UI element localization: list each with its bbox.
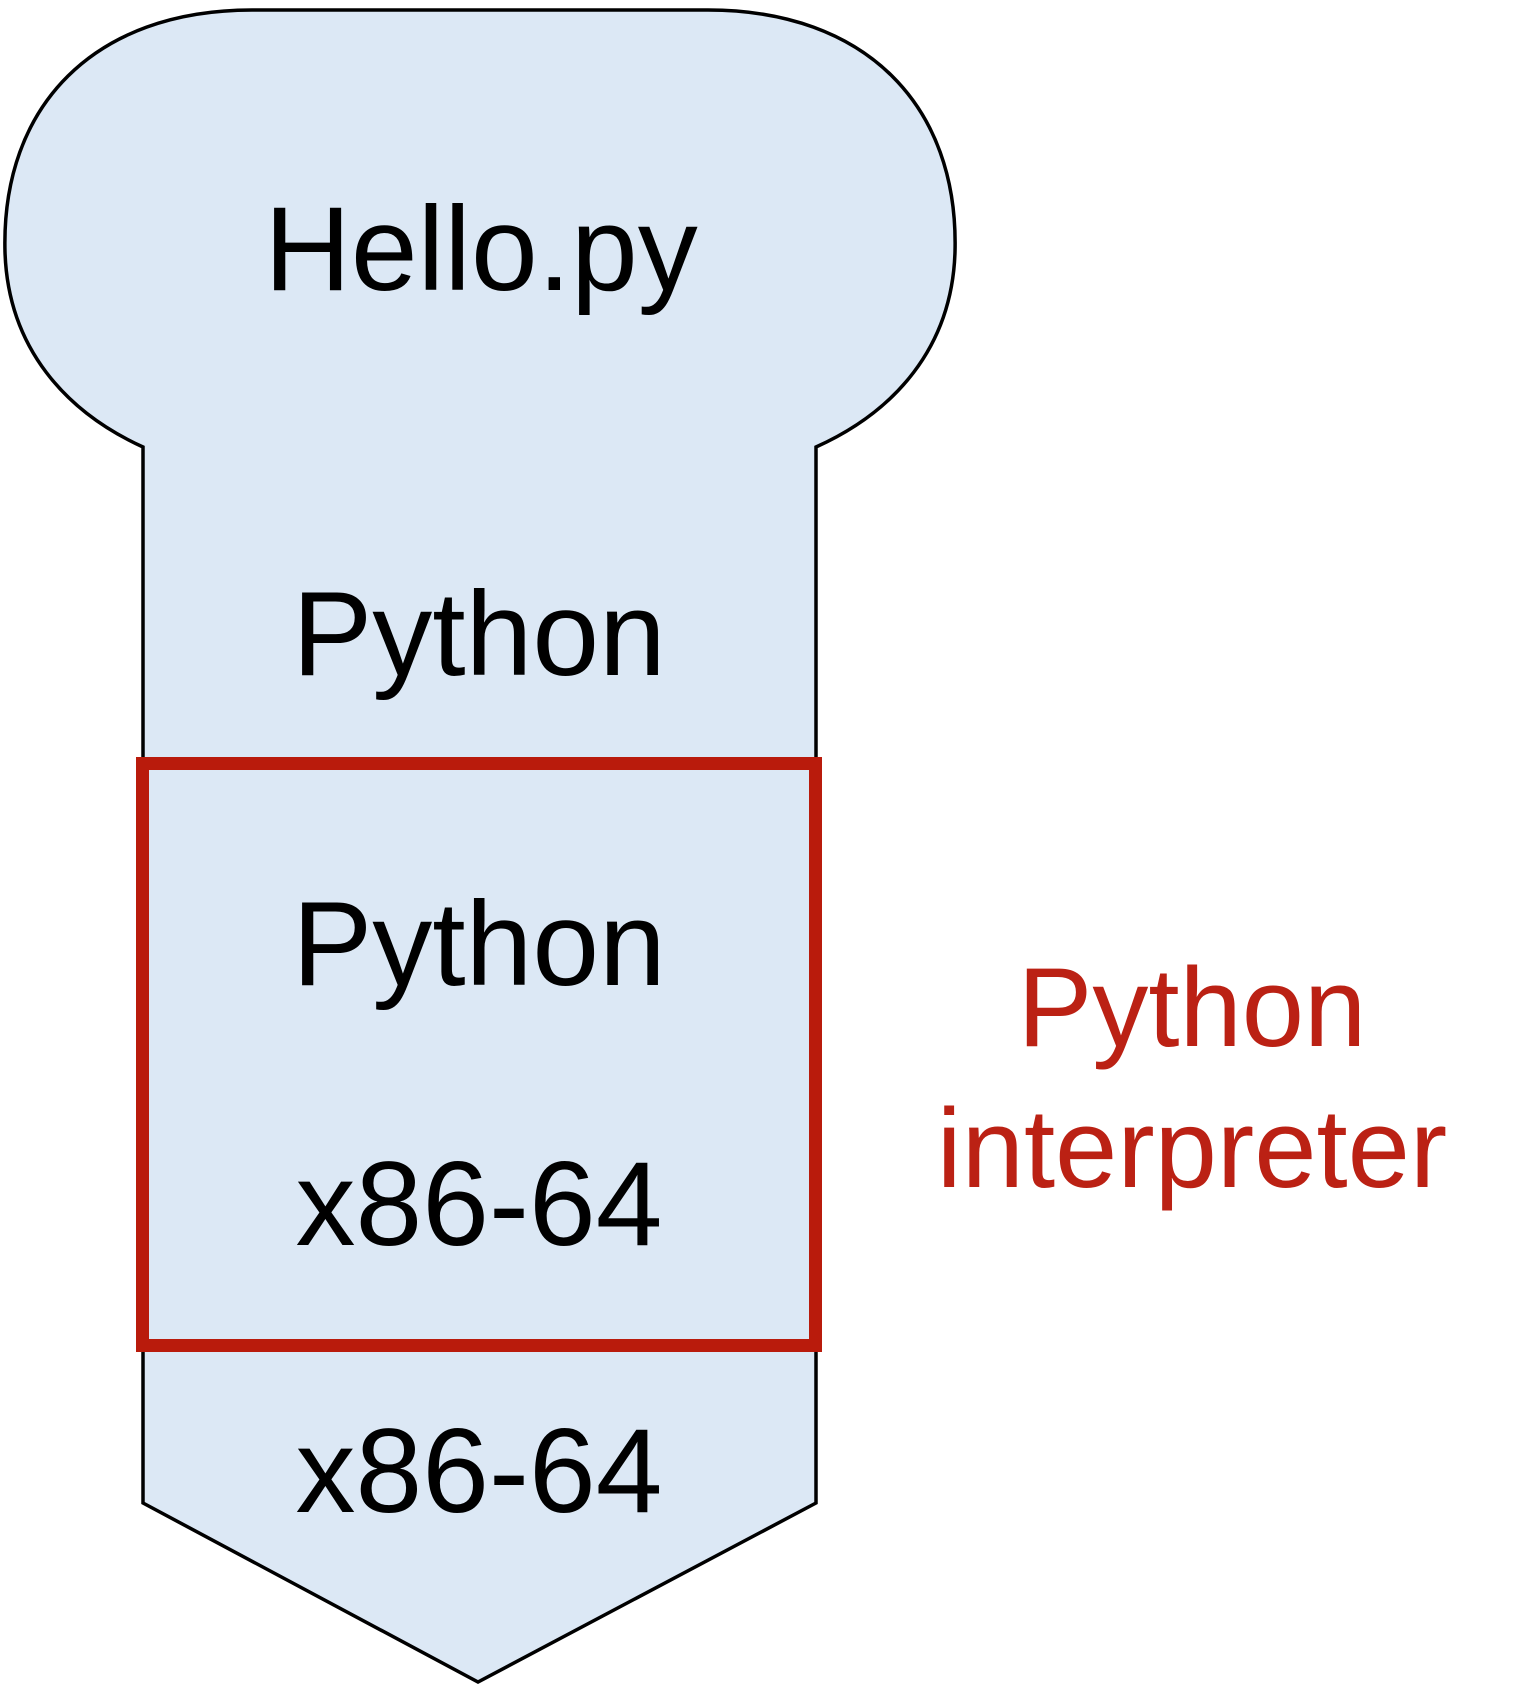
highlight-box-label-line1: Python [292,877,666,1011]
annotation-line1: Python [1018,945,1367,1070]
interpreter-highlight-box [136,757,822,1352]
column-bottom-label: x86-64 [296,1404,663,1538]
annotation-line2: interpreter [937,1086,1447,1211]
bubble-label: Hello.py [264,182,698,316]
column-top-label: Python [292,567,666,701]
highlight-box-label-line2: x86-64 [296,1137,663,1271]
flow-shape [3,8,957,1684]
